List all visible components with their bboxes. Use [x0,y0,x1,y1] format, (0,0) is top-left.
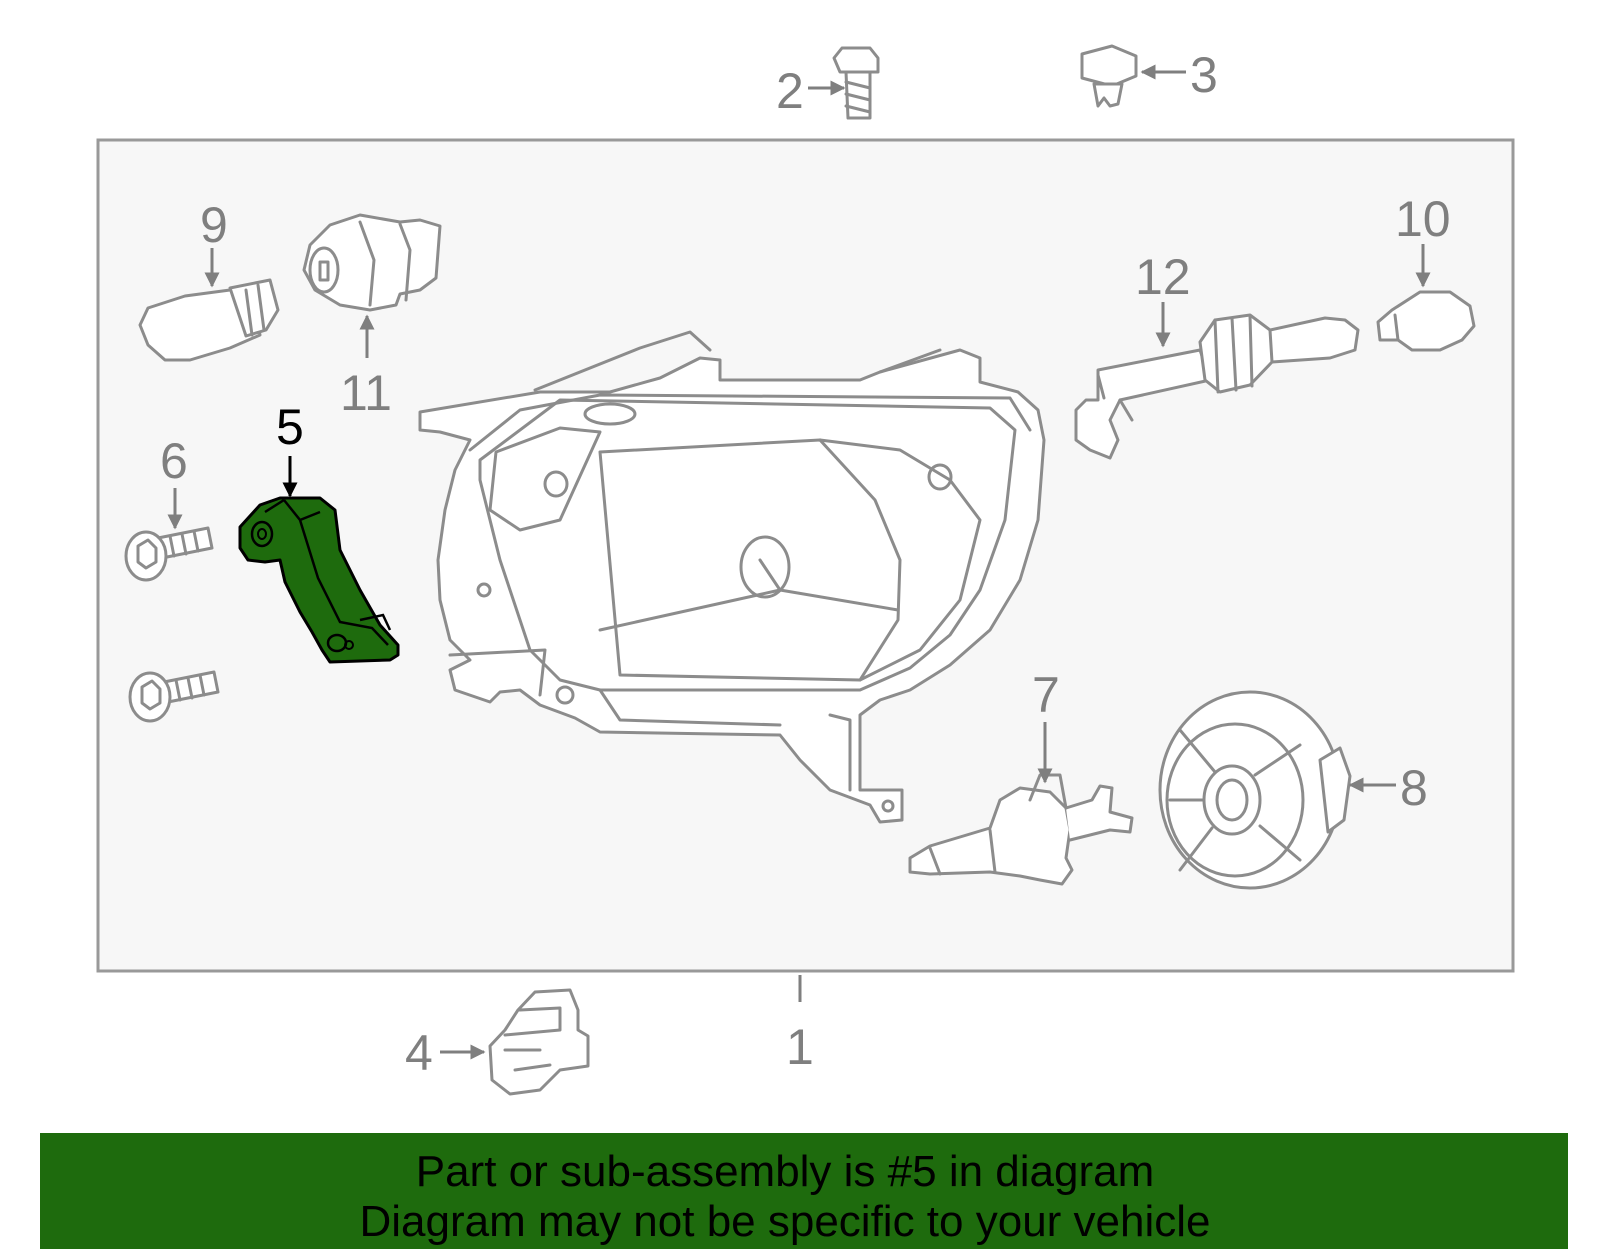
clip-part-3 [1080,44,1138,108]
callout-6: 6 [160,433,188,489]
socket-part-12 [1074,313,1360,460]
callout-8: 8 [1400,760,1428,816]
callout-2: 2 [776,63,804,119]
callout-12: 12 [1135,249,1191,305]
clip-part-4 [488,988,590,1096]
callout-3: 3 [1190,47,1218,103]
socket-part-11 [302,213,442,312]
banner-text: Part or sub-assembly is #5 in diagram Di… [40,1147,1530,1247]
callout-7: 7 [1032,667,1060,723]
callout-10: 10 [1395,191,1451,247]
bracket-part-5 [238,496,400,664]
leader-lines [167,64,1431,1060]
banner-line-1: Part or sub-assembly is #5 in diagram [415,1147,1155,1196]
callout-9: 9 [200,197,228,253]
screw-lower [128,670,220,723]
callout-4: 4 [405,1025,433,1081]
cap-part-8 [1158,690,1352,890]
info-banner: Part or sub-assembly is #5 in diagram Di… [40,1133,1568,1249]
bulb-part-9 [138,278,280,362]
screw-part-6 [124,526,214,582]
bolt-part-2 [832,46,880,120]
callout-11: 11 [340,365,392,421]
callout-1: 1 [786,1019,814,1075]
headlamp-housing [418,330,1046,824]
bulb-part-7 [908,773,1134,886]
callout-5: 5 [276,399,304,455]
banner-line-2: Diagram may not be specific to your vehi… [359,1197,1211,1246]
bulb-part-10 [1376,290,1476,352]
